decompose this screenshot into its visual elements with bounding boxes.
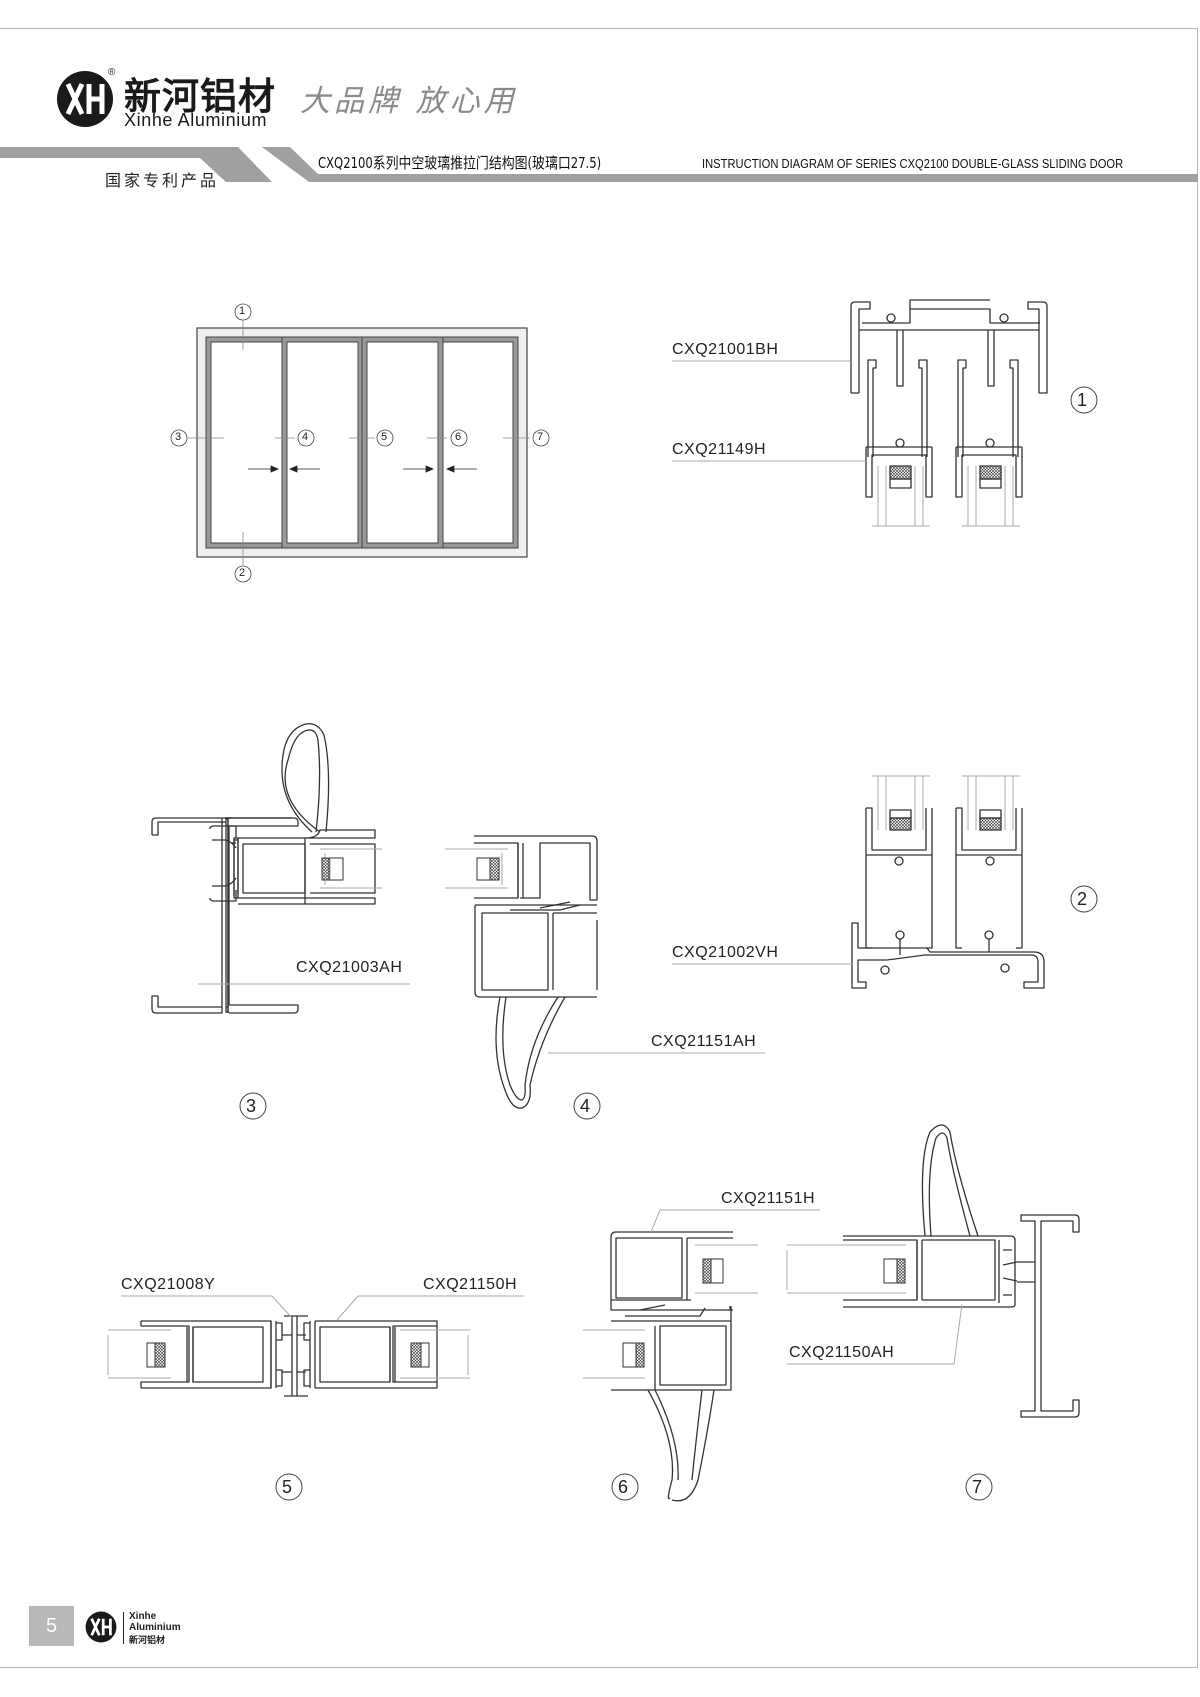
callout-3: 3	[175, 431, 182, 443]
section-number-5: 5	[282, 1477, 293, 1497]
brand-name-cn: 新河铝材	[124, 75, 276, 118]
section-number-4: 4	[580, 1096, 591, 1116]
footer-brand-line2: Aluminium	[129, 1622, 181, 1633]
footer-brand-line1: Xinhe	[129, 1611, 157, 1622]
profile-label-cxq21151ah: CXQ21151AH	[651, 1033, 757, 1050]
page-number: 5	[29, 1606, 74, 1646]
profile-label-cxq21150ah: CXQ21150AH	[789, 1344, 895, 1361]
section-number-1: 1	[1077, 390, 1088, 410]
patent-label: 国家专利产品	[105, 171, 220, 190]
callout-2: 2	[239, 567, 246, 579]
header-band	[0, 145, 1198, 182]
page-border	[0, 28, 1198, 1668]
callout-4: 4	[302, 431, 309, 443]
footer-brand-cn: 新河铝材	[129, 1636, 166, 1646]
profile-label-cxq21008y: CXQ21008Y	[121, 1276, 216, 1293]
section-number-3: 3	[246, 1096, 257, 1116]
section-number-6: 6	[618, 1477, 629, 1497]
xh-monogram-icon	[57, 71, 113, 127]
callout-1: 1	[239, 305, 246, 317]
title-cn: CXQ2100系列中空玻璃推拉门结构图(玻璃口27.5)	[318, 154, 602, 172]
footer-xh-logo-icon	[85, 1611, 117, 1643]
title-en: INSTRUCTION DIAGRAM OF SERIES CXQ2100 DO…	[702, 156, 1124, 171]
profile-label-cxq21001bh: CXQ21001BH	[672, 341, 779, 358]
profile-label-cxq21150h: CXQ21150H	[423, 1276, 518, 1293]
section-number-7: 7	[972, 1477, 983, 1497]
profile-label-cxq21151h: CXQ21151H	[721, 1190, 816, 1207]
section-number-2: 2	[1077, 889, 1088, 909]
slogan: 大品牌 放心用	[300, 84, 518, 119]
brand-name-en: Xinhe Aluminium	[124, 110, 268, 130]
footer-divider	[123, 1612, 124, 1644]
callout-7: 7	[537, 431, 544, 443]
profile-label-cxq21149h: CXQ21149H	[672, 441, 767, 458]
registered-mark: ®	[108, 67, 116, 78]
callout-5: 5	[381, 431, 388, 443]
profile-label-cxq21003ah: CXQ21003AH	[296, 959, 403, 976]
callout-6: 6	[455, 431, 462, 443]
footer-brand-en: Xinhe Aluminium	[129, 1611, 181, 1633]
profile-label-cxq21002vh: CXQ21002VH	[672, 944, 779, 961]
